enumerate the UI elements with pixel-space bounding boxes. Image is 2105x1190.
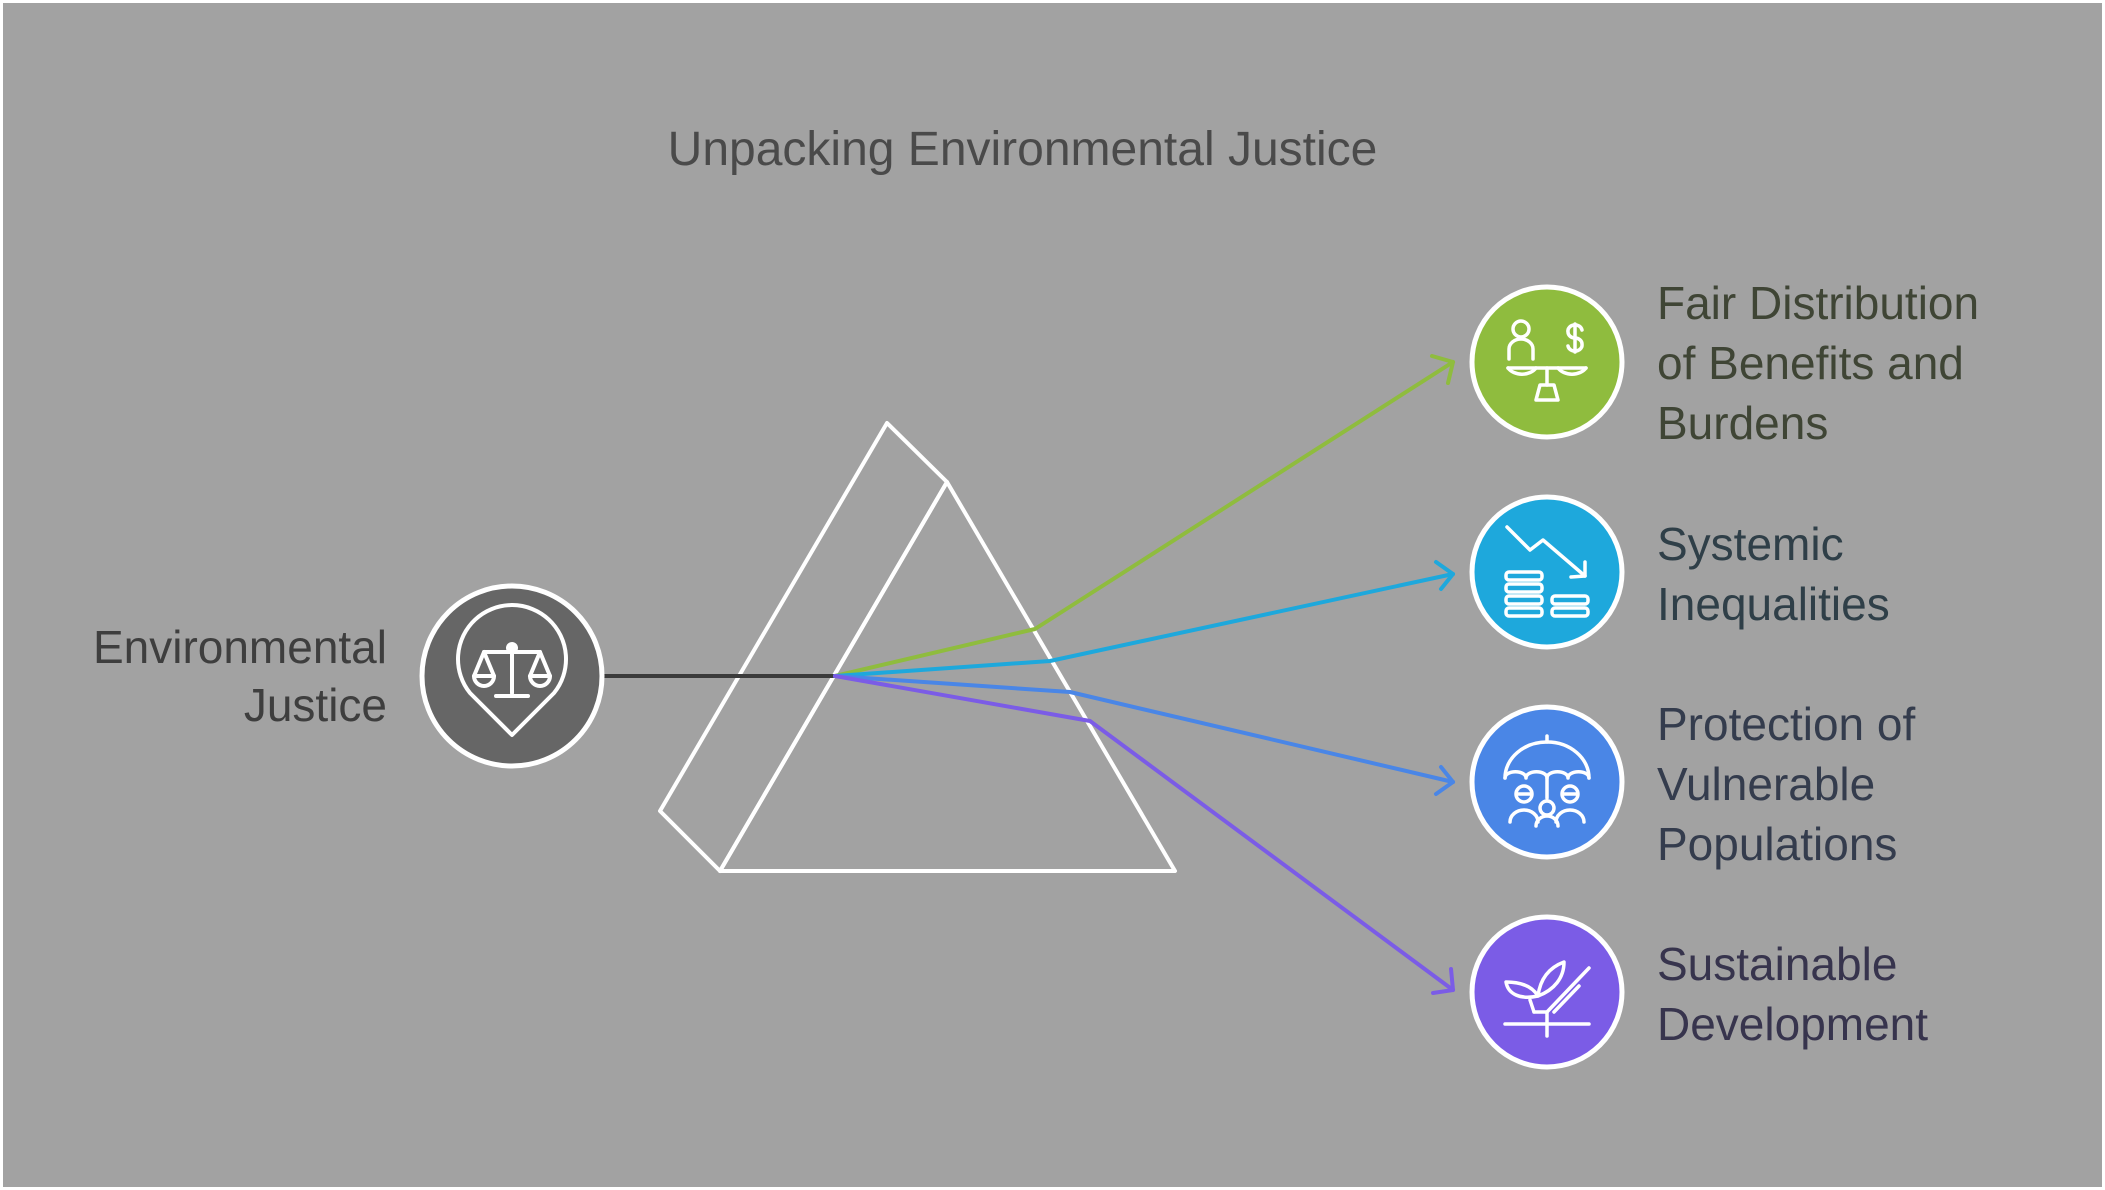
diagram-title: Unpacking Environmental Justice [667, 123, 1378, 176]
declining-coins-icon [1504, 525, 1590, 618]
output-label-fair-distribution: Fair Distribution of Benefits and Burden… [1657, 273, 1979, 453]
output-label-sustainable: Sustainable Development [1657, 934, 1928, 1054]
beam-arrow-sustainable [1431, 967, 1455, 995]
beam-sustainable [833, 674, 1455, 992]
source-node [419, 583, 605, 769]
output-label-systemic-inequalities: Systemic Inequalities [1657, 514, 1890, 634]
output-label-line: Fair Distribution [1657, 277, 1980, 329]
beam-arrow-protection [1434, 765, 1455, 796]
output-label-line: Populations [1657, 818, 1898, 870]
output-label-line: Sustainable [1657, 938, 1898, 990]
person-money-scale-icon [1506, 319, 1588, 402]
output-beams [833, 354, 1455, 995]
source-label: Environmental Justice [93, 618, 387, 734]
output-label-line: Burdens [1657, 397, 1829, 449]
beam-fair-distribution [833, 360, 1455, 678]
beam-arrow-systemic-inequalities [1434, 560, 1455, 591]
umbrella-people-icon [1503, 734, 1591, 828]
output-label-line: Systemic [1657, 518, 1844, 570]
beam-protection [833, 674, 1455, 784]
output-label-line: Inequalities [1657, 578, 1890, 630]
output-node-systemic-inequalities [1469, 494, 1625, 650]
output-label-line: Vulnerable [1657, 758, 1876, 810]
output-label-line: Development [1657, 998, 1929, 1050]
hand-sprout-icon [1503, 960, 1591, 1038]
output-node-fair-distribution [1469, 284, 1625, 440]
justice-scale-pin-icon [456, 603, 568, 737]
output-label-protection: Protection of Vulnerable Populations [1657, 694, 1915, 874]
output-node-sustainable [1469, 914, 1625, 1070]
beam-systemic-inequalities [833, 572, 1455, 678]
output-label-line: of Benefits and [1657, 337, 1964, 389]
beam-arrow-fair-distribution [1430, 354, 1455, 385]
source-label-line: Environmental [92, 621, 387, 673]
output-label-line: Protection of [1657, 698, 1916, 750]
output-node-protection [1469, 704, 1625, 860]
source-label-line: Justice [243, 679, 387, 731]
